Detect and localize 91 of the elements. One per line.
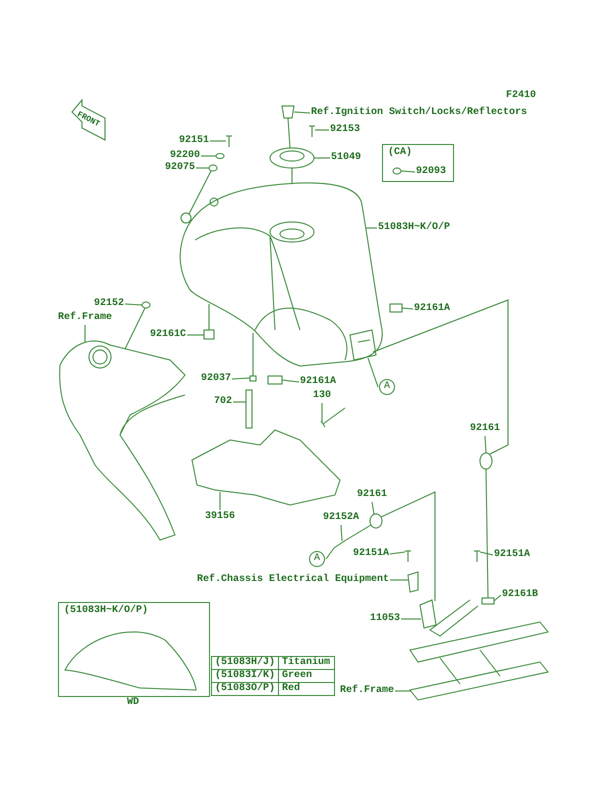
leader-line xyxy=(402,308,414,310)
callout-number: 92093 xyxy=(416,166,446,178)
callout-number: 130 xyxy=(313,390,332,402)
callout-number: 51083H~K/O/P xyxy=(378,222,450,234)
color-name: Titanium xyxy=(278,656,335,670)
nut-part xyxy=(392,168,402,174)
assembly-line xyxy=(124,308,146,350)
leader-line xyxy=(186,334,204,336)
color-name: Red xyxy=(278,682,335,696)
filler-cap-drawing xyxy=(270,148,314,168)
panel-heading: (51083H~K/O/P) xyxy=(64,605,148,617)
assembly-line xyxy=(252,332,254,376)
assembly-line xyxy=(346,524,372,540)
key-cylinder-drawing xyxy=(281,106,295,118)
leader-line xyxy=(124,304,142,306)
leader-line xyxy=(210,140,226,142)
callout-number: 92161A xyxy=(414,303,450,315)
callout-number: 92161C xyxy=(150,329,186,341)
callout-number: 92200 xyxy=(170,150,200,162)
damper-part xyxy=(370,514,382,528)
leader-line xyxy=(494,594,502,602)
callout-number: 92151A xyxy=(494,549,530,561)
caption-text: WD xyxy=(127,697,140,709)
callout-number: 51049 xyxy=(331,152,362,164)
clip-part xyxy=(250,376,256,382)
bolt-drawing xyxy=(404,550,412,562)
leader-line xyxy=(294,112,310,114)
leader-line xyxy=(326,548,334,560)
leader-line xyxy=(340,524,342,542)
assembly-line xyxy=(208,304,210,330)
callout-number: 92075 xyxy=(165,162,196,174)
reference-label: Ref.Frame xyxy=(340,685,394,697)
panel-heading: (CA) xyxy=(388,147,412,159)
reference-label: Ref.Frame xyxy=(58,312,112,324)
leader-line xyxy=(372,502,374,514)
callout-number: 92152 xyxy=(94,298,124,310)
callout-number: 92161 xyxy=(357,489,388,501)
seat-rail-drawing xyxy=(410,621,549,700)
damper-part xyxy=(480,452,492,470)
callout-number: 92151A xyxy=(353,548,390,560)
inset-panel xyxy=(58,602,210,697)
reference-label: Ref.Ignition Switch/Locks/Reflectors xyxy=(311,107,528,119)
bolt-drawing xyxy=(474,550,480,562)
leader-line xyxy=(390,552,406,554)
callout-number: 702 xyxy=(214,396,232,408)
assembly-line xyxy=(288,118,290,148)
bracket-drawing xyxy=(407,571,418,593)
callout-number: 92037 xyxy=(201,373,232,385)
callout-number: 92151 xyxy=(179,135,210,147)
damper-part xyxy=(204,330,214,340)
bolt-drawing xyxy=(320,408,346,428)
grommet-part xyxy=(142,302,150,308)
grommet-part xyxy=(208,164,218,172)
pin-drawing xyxy=(334,540,346,548)
bracket-drawing xyxy=(420,599,478,637)
assembly-line xyxy=(188,170,212,214)
part-code: (51083O/P) xyxy=(211,682,279,696)
callout-number: 92153 xyxy=(330,124,360,136)
leader-line xyxy=(400,170,416,172)
callout-number: 92152A xyxy=(323,512,360,524)
leader-line xyxy=(232,378,250,380)
bolt-drawing xyxy=(226,136,232,148)
part-code: (51083H/J) xyxy=(211,656,279,670)
leader-line xyxy=(400,618,422,620)
washer-part xyxy=(216,153,224,159)
frame-drawing xyxy=(59,340,186,540)
pad-part xyxy=(482,598,494,604)
leader-line xyxy=(484,436,486,454)
leader-line xyxy=(394,690,412,692)
bolt-drawing xyxy=(308,126,316,138)
leader-line xyxy=(480,552,494,556)
callout-number: 92161B xyxy=(502,589,538,601)
reference-marker: A xyxy=(379,379,395,395)
pad-part xyxy=(268,376,282,384)
leader-line xyxy=(368,358,378,388)
tank-pad-drawing xyxy=(191,429,341,506)
figure-code: F2410 xyxy=(506,90,536,102)
reference-marker: A xyxy=(309,551,325,567)
assembly-line xyxy=(372,299,508,454)
pad-part xyxy=(390,304,402,312)
callout-number: 92161 xyxy=(470,423,500,435)
leader-line xyxy=(282,380,300,382)
assembly-line xyxy=(486,468,488,598)
callout-number: 92161A xyxy=(300,376,336,388)
assembly-line xyxy=(380,491,436,602)
callout-number: 39156 xyxy=(205,511,236,523)
variant-box xyxy=(382,144,454,182)
pipe-part xyxy=(246,390,252,428)
reference-label: Ref.Chassis Electrical Equipment xyxy=(197,574,390,586)
callout-number: 11053 xyxy=(370,613,400,625)
leader-line xyxy=(84,324,86,342)
